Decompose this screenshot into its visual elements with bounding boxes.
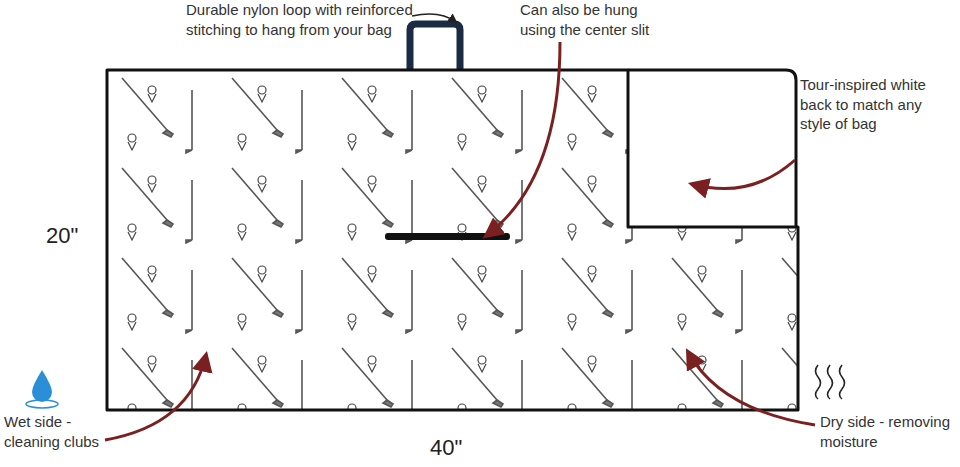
callout-text: Tour-inspired white back to match any st… bbox=[800, 75, 950, 134]
towel-outline bbox=[107, 70, 798, 410]
heat-waves bbox=[816, 365, 845, 399]
white-back bbox=[628, 70, 796, 227]
nylon-loop bbox=[410, 24, 460, 72]
water-drop-icon bbox=[26, 400, 58, 408]
leader-arrow bbox=[692, 160, 795, 189]
dimension-label: 20" bbox=[46, 222, 96, 251]
water-drop-icon bbox=[32, 370, 52, 402]
dimension-label: 40" bbox=[430, 434, 490, 463]
callout-text: Durable nylon loop with reinforced stitc… bbox=[186, 0, 416, 39]
center-slit bbox=[385, 233, 510, 240]
leader-arrow bbox=[688, 352, 815, 425]
leader-arrow bbox=[412, 14, 456, 22]
leader-arrow bbox=[486, 42, 560, 236]
towel-base bbox=[107, 70, 798, 410]
callout-text: Wet side - cleaning clubs bbox=[4, 412, 104, 451]
leader-arrow bbox=[105, 355, 206, 440]
callout-text: Dry side - removing moisture bbox=[820, 412, 956, 451]
callout-text: Can also be hung using the center slit bbox=[520, 0, 650, 39]
